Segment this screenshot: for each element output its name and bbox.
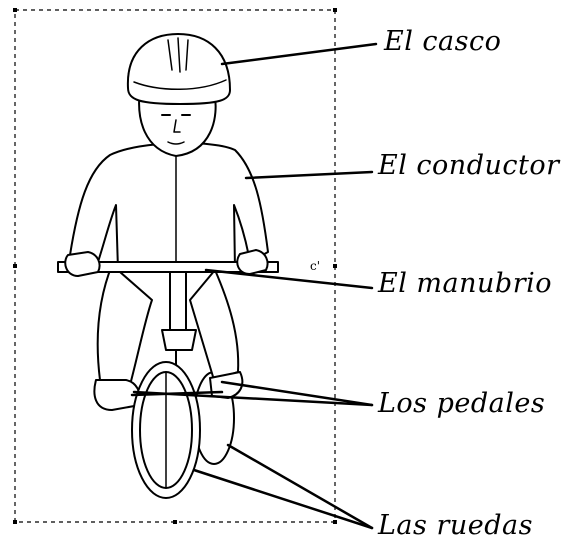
face bbox=[138, 89, 217, 157]
handlebar bbox=[57, 261, 279, 273]
child-on-bicycle-drawing bbox=[57, 33, 279, 499]
label-handlebar: El manubrio bbox=[378, 268, 552, 299]
left-hand bbox=[64, 251, 101, 277]
right-hand bbox=[236, 249, 269, 275]
handle-mark: c' bbox=[310, 259, 320, 273]
label-pedals: Los pedales bbox=[378, 388, 546, 419]
legs bbox=[96, 264, 153, 386]
leader-lines bbox=[132, 42, 378, 530]
frame bbox=[169, 271, 187, 331]
jacket bbox=[69, 142, 269, 271]
selection-handles[interactable] bbox=[13, 8, 337, 524]
label-wheels: Las ruedas bbox=[378, 510, 533, 541]
label-helmet: El casco bbox=[384, 26, 502, 57]
label-rider: El conductor bbox=[378, 150, 560, 181]
